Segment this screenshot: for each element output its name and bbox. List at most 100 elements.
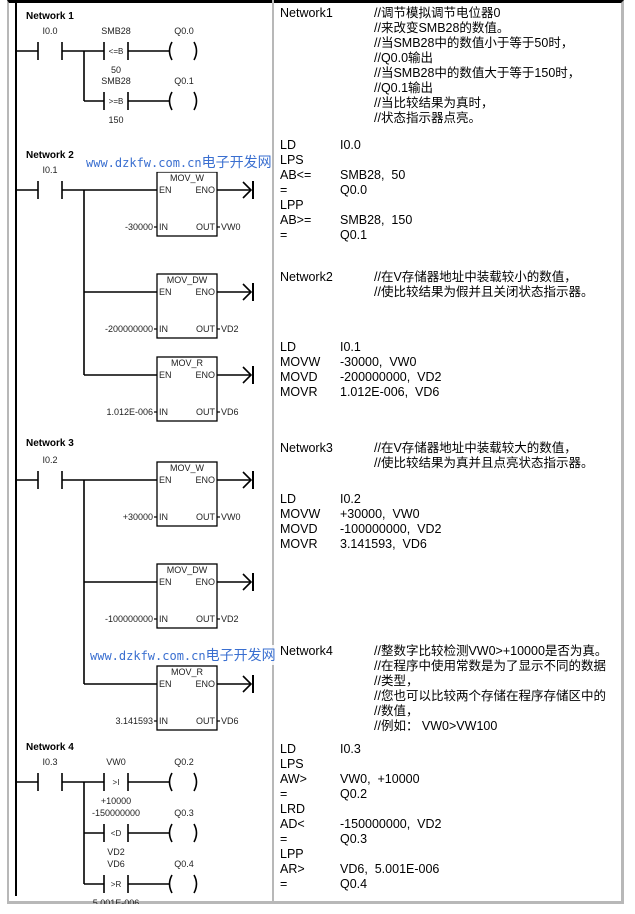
comment-line: //当SMB28中的数值小于等于50时， <box>374 36 574 50</box>
stl-operand: SMB28, 50 <box>340 168 406 182</box>
box-in-pin: IN <box>159 324 168 334</box>
stl-operand: -30000, VW0 <box>340 355 417 369</box>
comment-line: //状态指示器点亮。 <box>374 111 481 125</box>
stl-network-name: Network4 <box>280 644 333 658</box>
compare-operator: >I <box>113 778 120 787</box>
box-en-pin: EN <box>159 185 172 195</box>
box-out-value: VW0 <box>221 512 241 522</box>
stl-opcode: LPS <box>280 153 304 167</box>
coil-address: Q0.3 <box>174 808 194 818</box>
stl-opcode: LD <box>280 742 296 756</box>
compare-operator: >=B <box>109 97 124 106</box>
stl-opcode: LD <box>280 492 296 506</box>
box-in-value: +30000 <box>123 512 153 522</box>
box-in-pin: IN <box>159 716 168 726</box>
box-in-value: 1.012E-006 <box>106 407 153 417</box>
box-title: MOV_W <box>170 463 205 473</box>
comment-line: //使比较结果为假并且关闭状态指示器。 <box>374 285 594 299</box>
coil-left-arc <box>168 823 173 843</box>
stl-operand: VW0, +10000 <box>340 772 420 786</box>
comment-line: //在V存储器地址中装载较大的数值， <box>374 441 577 455</box>
stl-operand: 1.012E-006, VD6 <box>340 385 440 399</box>
comment-line: //Q0.0输出 <box>374 51 434 65</box>
coil-right-arc <box>193 874 198 894</box>
stl-operand: -150000000, VD2 <box>340 817 442 831</box>
stl-operand: SMB28, 150 <box>340 213 413 227</box>
function-box <box>156 273 218 339</box>
stl-operand: I0.2 <box>340 492 361 506</box>
box-en-pin: EN <box>159 475 172 485</box>
stl-opcode: MOVD <box>280 522 318 536</box>
function-box <box>156 563 218 629</box>
box-title: MOV_DW <box>167 565 208 575</box>
box-out-value: VW0 <box>221 222 241 232</box>
box-out-pin: OUT <box>196 407 216 417</box>
box-out-pin: OUT <box>196 614 216 624</box>
function-box <box>156 171 218 237</box>
stl-operand: 3.141593, VD6 <box>340 537 427 551</box>
comment-line: //在程序中使用常数是为了显示不同的数据 <box>374 659 606 673</box>
box-out-value: VD6 <box>221 716 239 726</box>
stl-opcode: LPP <box>280 847 304 861</box>
output-arrow-icon <box>242 366 253 384</box>
box-title: MOV_R <box>171 358 204 368</box>
coil-address: Q0.1 <box>174 76 194 86</box>
coil-right-arc <box>193 41 198 61</box>
stl-network1-comment: Network1 //调节模拟调节电位器0//来改变SMB28的数值。//当SM… <box>280 6 580 126</box>
stl-opcode: AW> <box>280 772 307 786</box>
stl-opcode: AB>= <box>280 213 312 227</box>
function-box <box>156 356 218 422</box>
stl-instruction: MOVW+30000, VW0 <box>280 507 441 522</box>
comment-line: //整数字比较检测VW0>+10000是否为真。 <box>374 644 608 658</box>
compare-operand-bottom: 50 <box>111 65 121 75</box>
network-title: Network 4 <box>26 742 74 753</box>
stl-network-name: Network3 <box>280 441 333 455</box>
compare-operand-top: SMB28 <box>101 26 131 36</box>
box-title: MOV_W <box>170 173 205 183</box>
stl-instruction: LPP <box>280 847 441 862</box>
comment-line: //例如： VW0>VW100 <box>374 719 498 733</box>
box-title: MOV_R <box>171 667 204 677</box>
coil-right-arc <box>193 772 198 792</box>
compare-operand-top: VD6 <box>107 859 125 869</box>
stl-network-name: Network2 <box>280 270 333 284</box>
compare-operand-top: VW0 <box>106 757 126 767</box>
stl-opcode: = <box>280 183 288 197</box>
stl-instruction: MOVD -100000000, VD2 <box>280 522 441 537</box>
contact-address: I0.2 <box>42 455 57 465</box>
output-arrow-icon <box>242 181 253 199</box>
network-title: Network 2 <box>26 150 74 161</box>
watermark: www.dzkfw.com.cn电子开发网 <box>90 645 276 665</box>
watermark-url: www.dzkfw.com.cn <box>90 649 206 663</box>
stl-operand: VD6, 5.001E-006 <box>340 862 440 876</box>
stl-opcode: LRD <box>280 802 306 816</box>
stl-opcode: MOVR <box>280 537 318 551</box>
stl-opcode: = <box>280 832 288 846</box>
page-frame <box>7 0 624 904</box>
contact-address: I0.0 <box>42 26 57 36</box>
box-in-pin: IN <box>159 614 168 624</box>
stl-instruction: AB<=SMB28, 50 <box>280 168 412 183</box>
output-arrow-icon <box>242 283 253 301</box>
stl-operand: -100000000, VD2 <box>340 522 442 536</box>
comment-line: //使比较结果为真并且点亮状态指示器。 <box>374 456 594 470</box>
coil-right-arc <box>193 91 198 111</box>
stl-instruction: =Q0.1 <box>280 228 412 243</box>
contact-address: I0.1 <box>42 165 57 175</box>
stl-operand: Q0.4 <box>340 877 368 891</box>
stl-operand: Q0.0 <box>340 183 368 197</box>
watermark: www.dzkfw.com.cn电子开发网 <box>86 152 272 172</box>
stl-network3-comment: Network3 //在V存储器地址中装载较大的数值，//使比较结果为真并且点亮… <box>280 441 593 471</box>
coil-left-arc <box>168 91 173 111</box>
box-eno-pin: ENO <box>195 287 215 297</box>
box-en-pin: EN <box>159 287 172 297</box>
comment-line: //您也可以比较两个存储在程序存储区中的 <box>374 689 606 703</box>
comment-line: //类型， <box>374 674 419 688</box>
box-in-value: 3.141593 <box>115 716 153 726</box>
stl-instruction: LPS <box>280 757 441 772</box>
coil-left-arc <box>168 772 173 792</box>
network-title: Network 3 <box>26 438 74 449</box>
compare-operand-bottom: 5.001E-006 <box>93 898 140 904</box>
stl-instruction: LPP <box>280 198 412 213</box>
